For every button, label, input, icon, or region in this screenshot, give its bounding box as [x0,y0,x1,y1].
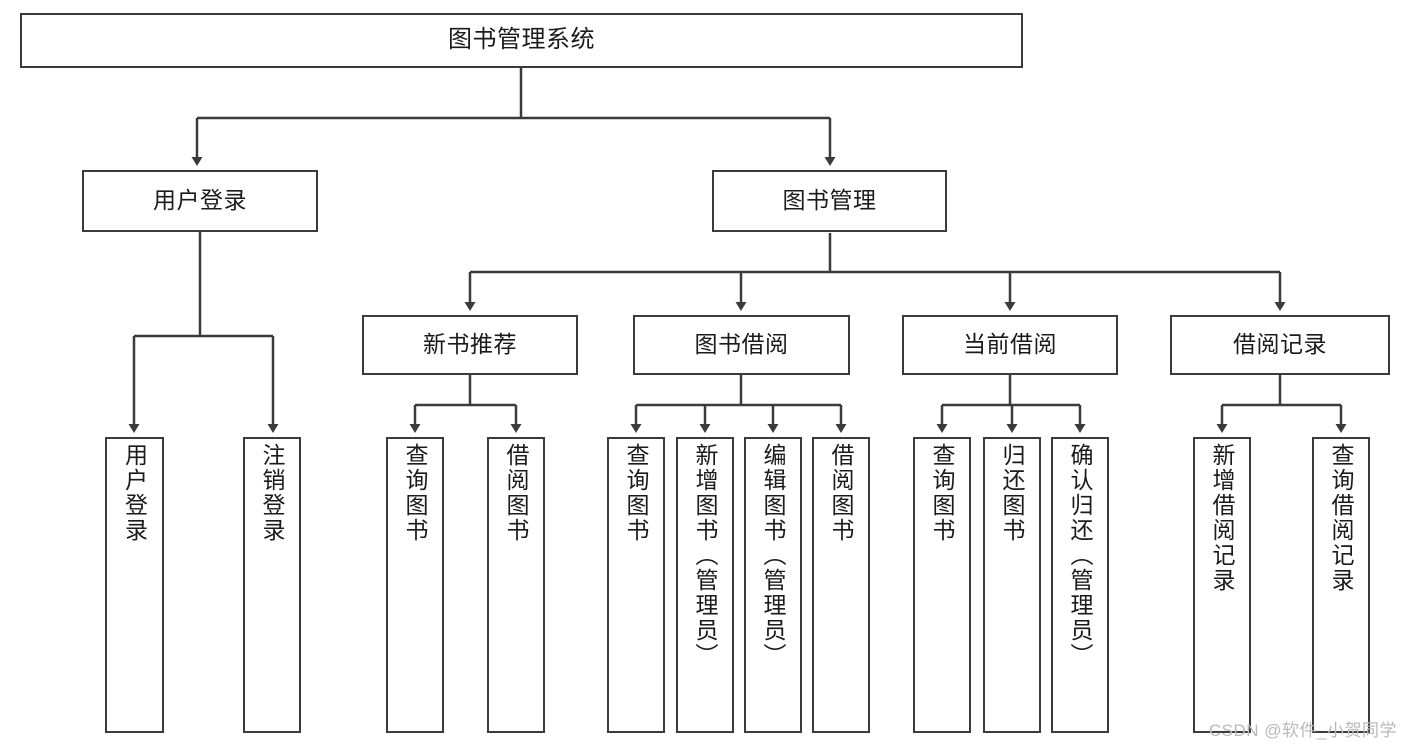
node-root-label: 图书管理系统 [448,26,595,54]
node-user-login-leaf-label: 用户登录 [121,443,148,543]
node-confirm-return-admin[interactable]: 确认归还（管理员） [1051,437,1109,733]
node-query-book-3-label: 查询图书 [929,443,956,543]
node-add-book-admin[interactable]: 新增图书（管理员） [676,437,734,733]
node-query-book-2-label: 查询图书 [623,443,650,543]
node-query-borrow-record-label: 查询借阅记录 [1328,443,1355,593]
node-book-manage[interactable]: 图书管理 [712,170,947,232]
node-new-book-recommend[interactable]: 新书推荐 [362,315,578,375]
node-current-borrow[interactable]: 当前借阅 [902,315,1118,375]
node-edit-book-admin-label: 编辑图书（管理员） [760,443,787,668]
node-root[interactable]: 图书管理系统 [20,13,1023,68]
node-book-manage-label: 图书管理 [782,187,877,214]
node-book-borrow[interactable]: 图书借阅 [633,315,850,375]
node-borrow-book-1[interactable]: 借阅图书 [487,437,545,733]
node-add-borrow-record[interactable]: 新增借阅记录 [1193,437,1251,733]
node-borrow-book-2-label: 借阅图书 [828,443,855,543]
node-confirm-return-admin-label: 确认归还（管理员） [1067,443,1094,668]
node-query-borrow-record[interactable]: 查询借阅记录 [1312,437,1370,733]
node-return-book[interactable]: 归还图书 [983,437,1041,733]
node-borrow-record[interactable]: 借阅记录 [1170,315,1390,375]
node-query-book-1[interactable]: 查询图书 [386,437,444,733]
node-borrow-book-2[interactable]: 借阅图书 [812,437,870,733]
node-query-book-1-label: 查询图书 [402,443,429,543]
node-query-book-3[interactable]: 查询图书 [913,437,971,733]
node-new-book-recommend-label: 新书推荐 [423,331,517,358]
node-logout-leaf[interactable]: 注销登录 [243,437,301,733]
node-current-borrow-label: 当前借阅 [963,331,1057,358]
node-return-book-label: 归还图书 [999,443,1026,543]
node-user-login[interactable]: 用户登录 [82,170,318,232]
node-book-borrow-label: 图书借阅 [694,331,789,358]
node-edit-book-admin[interactable]: 编辑图书（管理员） [744,437,802,733]
node-add-borrow-record-label: 新增借阅记录 [1209,443,1236,593]
node-query-book-2[interactable]: 查询图书 [607,437,665,733]
node-user-login-label: 用户登录 [153,187,247,214]
node-user-login-leaf[interactable]: 用户登录 [105,437,164,733]
node-borrow-record-label: 借阅记录 [1233,331,1327,358]
node-borrow-book-1-label: 借阅图书 [503,443,530,543]
csdn-watermark: CSDN @软件_小贺同学 [1208,721,1397,740]
node-logout-leaf-label: 注销登录 [259,443,286,543]
node-add-book-admin-label: 新增图书（管理员） [692,443,719,668]
